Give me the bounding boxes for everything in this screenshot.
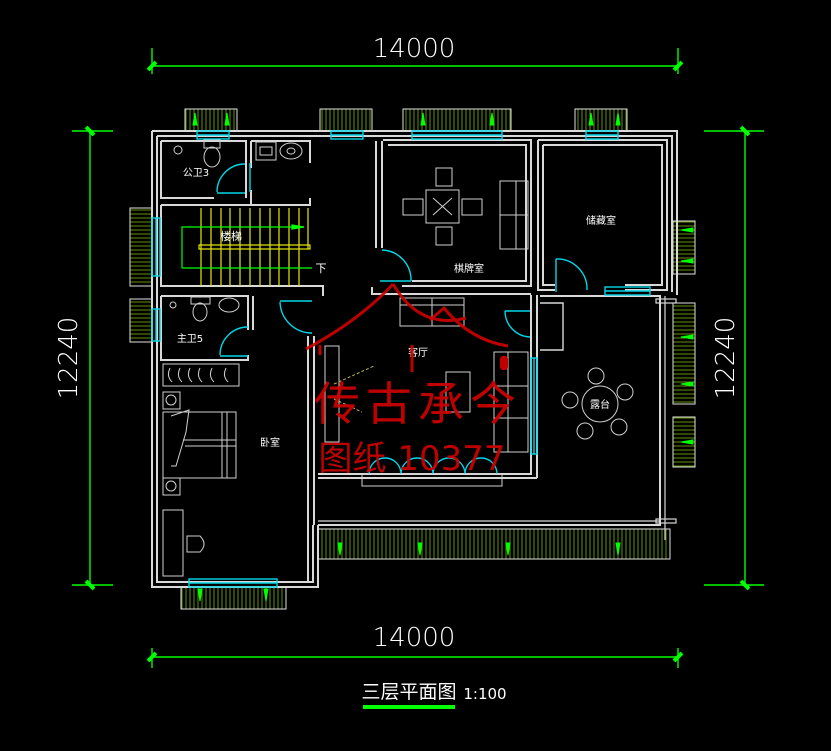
room-label-bedroom: 卧室 (260, 436, 280, 449)
watermark-line2: 图纸 10377 (319, 439, 506, 479)
room-label-master-bath: 主卫5 (177, 333, 203, 345)
dimension-left-label: 12240 (54, 317, 84, 400)
watermark-roof-logo (305, 282, 509, 372)
sofa-cushion (500, 356, 508, 370)
dimension-bottom (146, 648, 684, 668)
room-label-mahjong-room: 棋牌室 (454, 262, 484, 275)
drawing-title: 三层平面图 (361, 681, 456, 703)
walls (151, 130, 678, 588)
drain-arrows (192, 112, 694, 602)
tv-line (333, 365, 375, 413)
dimension-left (72, 125, 113, 591)
staircase (198, 208, 311, 286)
windows (151, 130, 651, 588)
room-label-public-bath: 公卫3 (183, 168, 209, 179)
stair-direction-arrows (181, 224, 312, 269)
title-underline (363, 705, 455, 709)
dimension-top-label: 14000 (373, 34, 456, 64)
dimension-right-label: 12240 (711, 317, 741, 400)
dimension-right (704, 125, 764, 591)
room-label-storage-room: 储藏室 (586, 214, 616, 227)
dimension-top (146, 48, 684, 74)
stairs-down-label: 下 (316, 262, 327, 275)
room-label-terrace: 露台 (590, 398, 610, 411)
dimension-bottom-label: 14000 (373, 623, 456, 653)
drawing-scale: 1:100 (463, 685, 506, 703)
room-label-stairs: 楼梯 (220, 229, 242, 243)
watermark-line1: 传古承今 (314, 377, 522, 431)
doors (216, 163, 588, 475)
